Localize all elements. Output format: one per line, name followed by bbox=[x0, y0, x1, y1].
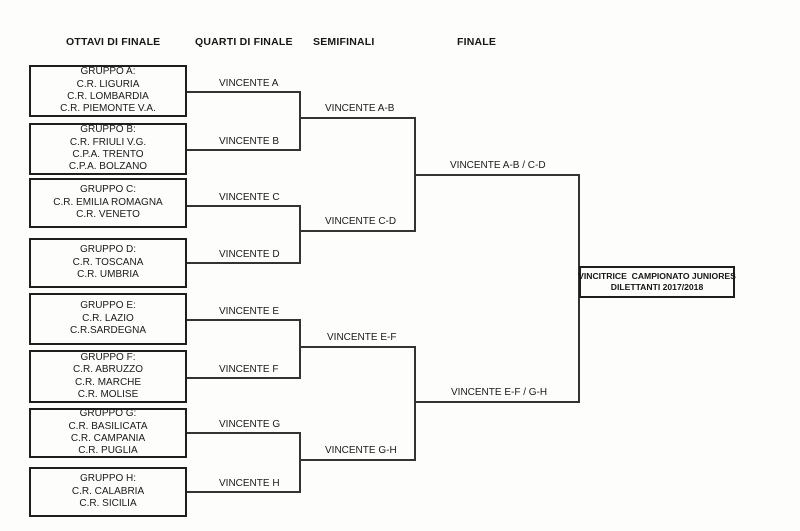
team-name: C.R. LOMBARDIA bbox=[67, 91, 149, 102]
label-vincente-a: VINCENTE A bbox=[219, 78, 279, 89]
group-box-b: GRUPPO B: C.R. FRIULI V.G. C.P.A. TRENTO… bbox=[29, 123, 187, 175]
group-box-h: GRUPPO H: C.R. CALABRIA C.R. SICILIA bbox=[29, 467, 187, 517]
label-vincente-ab: VINCENTE A-B bbox=[325, 103, 395, 114]
bracket-line-c bbox=[187, 205, 301, 207]
team-name: C.R. SICILIA bbox=[79, 498, 137, 510]
team-name: C.R. ABRUZZO bbox=[72, 364, 143, 376]
label-vincente-gh: VINCENTE G-H bbox=[325, 445, 397, 456]
column-header-finale: FINALE bbox=[457, 36, 497, 48]
group-box-f: GRUPPO F: C.R. ABRUZZO C.R. MARCHE C.R. … bbox=[29, 350, 187, 403]
label-vincente-cd: VINCENTE C-D bbox=[325, 216, 397, 227]
label-vincente-d: VINCENTE D bbox=[219, 249, 280, 260]
label-vincente-c: VINCENTE C bbox=[219, 192, 280, 203]
bracket-join-cd bbox=[299, 205, 301, 264]
bracket-join-ab bbox=[299, 91, 301, 151]
group-title: GRUPPO E: bbox=[80, 300, 136, 312]
winner-box: VINCITRICE CAMPIONATO JUNIORES DILETTANT… bbox=[578, 266, 736, 298]
label-vincente-h: VINCENTE H bbox=[219, 478, 280, 489]
group-title: GRUPPO G: bbox=[79, 408, 137, 420]
bracket-line-e bbox=[187, 319, 301, 321]
bracket-line-h bbox=[187, 491, 301, 493]
column-header-quarti: QUARTI DI FINALE bbox=[195, 36, 293, 48]
team-name: C.P.A. TRENTO bbox=[72, 149, 144, 160]
team-name: C.R. BASILICATA bbox=[68, 420, 148, 432]
team-name: C.R. FRIULI V.G. bbox=[69, 136, 147, 148]
bracket-line-efgh bbox=[414, 401, 580, 403]
bracket-join-gh bbox=[299, 432, 301, 493]
group-title: GRUPPO F: bbox=[80, 351, 136, 363]
team-name: C.P.A. BOLZANO bbox=[68, 161, 148, 173]
bracket-line-b bbox=[187, 149, 301, 151]
bracket-line-a bbox=[187, 91, 301, 93]
team-name: C.R. LIGURIA bbox=[76, 78, 140, 90]
label-vincente-g: VINCENTE G bbox=[219, 419, 281, 430]
team-name: C.R. PUGLIA bbox=[78, 445, 138, 457]
team-name: C.R.SARDEGNA bbox=[69, 325, 147, 337]
label-vincente-b: VINCENTE B bbox=[219, 136, 280, 147]
team-name: C.R. CALABRIA bbox=[71, 485, 145, 497]
label-vincente-ef: VINCENTE E-F bbox=[327, 332, 397, 343]
team-name: C.R. VENETO bbox=[76, 209, 140, 221]
group-box-g: GRUPPO G: C.R. BASILICATA C.R. CAMPANIA … bbox=[29, 408, 187, 458]
team-name: C.R. MARCHE bbox=[74, 376, 142, 388]
group-box-e: GRUPPO E: C.R. LAZIO C.R.SARDEGNA bbox=[29, 293, 187, 345]
team-name: C.R. EMILIA ROMAGNA bbox=[53, 196, 163, 208]
bracket-line-d bbox=[187, 262, 301, 264]
team-name: C.R. LAZIO bbox=[82, 312, 134, 324]
bracket-join-ef bbox=[299, 319, 301, 379]
team-name: C.R. PIEMONTE V.A. bbox=[60, 103, 156, 115]
group-title: GRUPPO D: bbox=[79, 244, 137, 256]
winner-line-2: DILETTANTI 2017/2018 bbox=[610, 282, 704, 292]
bracket-line-ab bbox=[299, 117, 416, 119]
bracket-line-ef bbox=[299, 346, 416, 348]
group-title: GRUPPO H: bbox=[79, 473, 137, 485]
bracket-line-abcd bbox=[414, 174, 580, 176]
group-title: GRUPPO C: bbox=[79, 184, 137, 196]
group-title: GRUPPO A: bbox=[80, 66, 136, 78]
bracket-line-gh bbox=[299, 459, 416, 461]
group-title: GRUPPO B: bbox=[80, 124, 136, 136]
column-header-semifinali: SEMIFINALI bbox=[313, 36, 375, 48]
team-name: C.R. TOSCANA bbox=[72, 256, 144, 268]
bracket-line-g bbox=[187, 432, 301, 434]
group-box-c: GRUPPO C: C.R. EMILIA ROMAGNA C.R. VENET… bbox=[29, 178, 187, 228]
team-name: C.R. MOLISE bbox=[77, 388, 139, 400]
bracket-line-f bbox=[187, 377, 301, 379]
label-vincente-f: VINCENTE F bbox=[219, 364, 279, 375]
column-header-ottavi: OTTAVI DI FINALE bbox=[66, 36, 161, 48]
winner-line-1: VINCITRICE CAMPIONATO JUNIORES bbox=[578, 270, 736, 281]
team-name: C.R. CAMPANIA bbox=[70, 433, 146, 444]
group-box-d: GRUPPO D: C.R. TOSCANA C.R. UMBRIA bbox=[29, 238, 187, 288]
bracket-line-cd bbox=[299, 230, 416, 232]
group-box-a: GRUPPO A: C.R. LIGURIA C.R. LOMBARDIA C.… bbox=[29, 65, 187, 117]
label-vincente-efgh: VINCENTE E-F / G-H bbox=[451, 387, 548, 398]
bracket-join-efgh bbox=[414, 346, 416, 461]
label-vincente-e: VINCENTE E bbox=[219, 306, 280, 317]
team-name: C.R. UMBRIA bbox=[77, 269, 139, 281]
label-vincente-abcd: VINCENTE A-B / C-D bbox=[450, 160, 546, 171]
